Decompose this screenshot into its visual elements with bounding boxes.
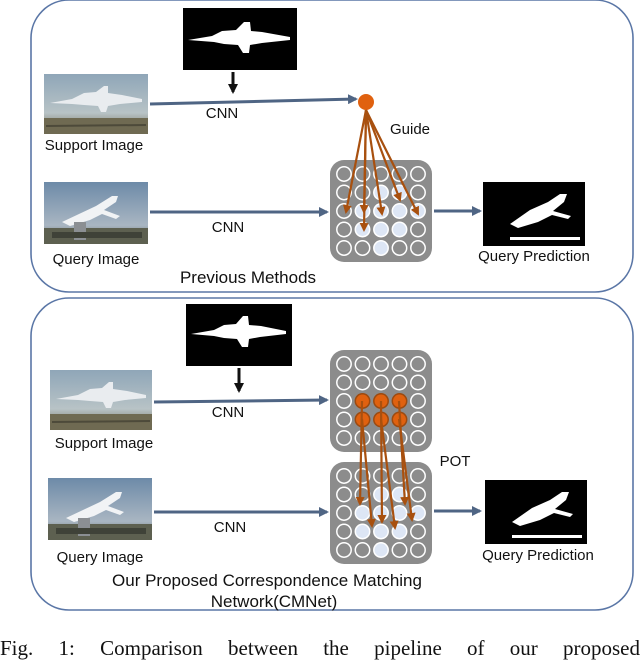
feature-node	[336, 356, 352, 372]
query-image-label-bottom: Query Image	[57, 549, 144, 566]
feature-node	[336, 523, 352, 540]
feature-node	[354, 203, 371, 219]
feature-node	[410, 393, 426, 409]
correspondence-arrow	[397, 400, 410, 506]
panel-cmnet: Support Image CNN POT Query Image CNN	[30, 297, 634, 611]
support-image-label-top: Support Image	[45, 137, 143, 154]
feature-node	[336, 240, 352, 256]
correspondence-arrow	[342, 109, 368, 214]
figure-caption: Fig. 1: Comparison between the pipeline …	[0, 636, 640, 660]
feature-node	[373, 356, 389, 372]
support-arrow-bottom	[153, 395, 329, 406]
feature-node	[373, 240, 389, 256]
support-image-label-bottom: Support Image	[55, 435, 153, 452]
feature-node	[373, 374, 389, 391]
cnn-label-query-top: CNN	[212, 219, 245, 236]
correspondence-arrow	[364, 109, 386, 216]
panel-bottom-border	[30, 297, 634, 611]
panel-title-cmnet-line1: Our Proposed Correspondence Matching	[112, 571, 422, 590]
feature-node	[373, 523, 389, 540]
pot-label: POT	[440, 453, 471, 470]
cnn-label-query-bottom: CNN	[214, 519, 247, 536]
feature-node	[336, 184, 352, 201]
feature-node	[410, 166, 426, 182]
guide-arrows	[342, 109, 419, 232]
correspondence-arrow	[379, 418, 399, 530]
feature-node	[354, 184, 371, 201]
support-image-top	[44, 74, 148, 134]
correspondence-arrow	[365, 109, 419, 216]
feature-node	[410, 184, 426, 201]
feature-node	[373, 221, 389, 238]
query-image-label-top: Query Image	[53, 251, 140, 268]
query-prediction-label-top: Query Prediction	[478, 248, 590, 265]
feature-node	[336, 166, 352, 182]
feature-node	[336, 468, 352, 484]
query-image-top	[44, 182, 148, 244]
feature-node	[336, 374, 352, 391]
feature-node	[391, 221, 408, 238]
feature-node	[410, 411, 426, 428]
guide-label: Guide	[390, 121, 430, 138]
feature-node	[391, 374, 408, 391]
query-image-bottom	[48, 478, 152, 540]
feature-node	[373, 166, 389, 182]
query-prediction-mask-bottom	[485, 480, 587, 544]
panel-previous-methods: Support Image CNN Guide Query Image CNN	[30, 0, 634, 293]
support-arrow-top	[149, 94, 358, 106]
correspondence-arrow	[360, 418, 376, 528]
panel-title-cmnet-line2: Network(CMNet)	[211, 592, 338, 611]
feature-node	[410, 356, 426, 372]
feature-node	[410, 430, 426, 446]
panel-top-border	[30, 0, 634, 293]
feature-node	[336, 411, 352, 428]
support-mask-bottom	[186, 304, 292, 366]
feature-node	[354, 240, 371, 256]
feature-node	[354, 468, 371, 484]
feature-node	[410, 523, 426, 540]
cnn-label-support-top: CNN	[206, 105, 239, 122]
feature-node	[391, 356, 408, 372]
figure: Support Image CNN Guide Query Image CNN	[30, 0, 634, 611]
feature-node	[410, 240, 426, 256]
feature-node	[391, 240, 408, 256]
feature-node	[410, 505, 426, 521]
feature-node	[354, 221, 371, 238]
guide-node	[358, 94, 374, 110]
correspondence-arrow	[359, 109, 369, 214]
feature-node	[336, 221, 352, 238]
correspondence-arrow	[397, 418, 416, 522]
panel-title-previous: Previous Methods	[180, 268, 316, 287]
feature-node	[354, 374, 371, 391]
feature-node	[336, 430, 352, 446]
feature-node	[391, 203, 408, 219]
query-prediction-label-bottom: Query Prediction	[482, 547, 594, 564]
feature-node	[410, 221, 426, 238]
support-image-bottom	[50, 370, 152, 430]
feature-node	[410, 374, 426, 391]
feature-node	[391, 542, 408, 558]
feature-node	[354, 356, 371, 372]
cnn-label-support-bottom: CNN	[212, 404, 245, 421]
correspondence-arrow	[355, 400, 365, 506]
feature-node	[336, 486, 352, 503]
feature-node	[336, 542, 352, 558]
feature-node	[336, 393, 352, 409]
feature-node	[354, 505, 371, 521]
feature-node	[410, 542, 426, 558]
feature-node	[410, 468, 426, 484]
feature-node	[354, 542, 371, 558]
feature-node	[336, 505, 352, 521]
correspondence-arrow	[364, 109, 402, 202]
feature-node	[354, 523, 371, 540]
feature-node	[410, 486, 426, 503]
pot-arrows	[355, 400, 416, 530]
feature-node	[373, 542, 389, 558]
feature-node	[373, 184, 389, 201]
feature-node	[391, 166, 408, 182]
support-mask-top	[183, 8, 297, 70]
query-prediction-mask-top	[483, 182, 585, 246]
feature-node	[354, 166, 371, 182]
